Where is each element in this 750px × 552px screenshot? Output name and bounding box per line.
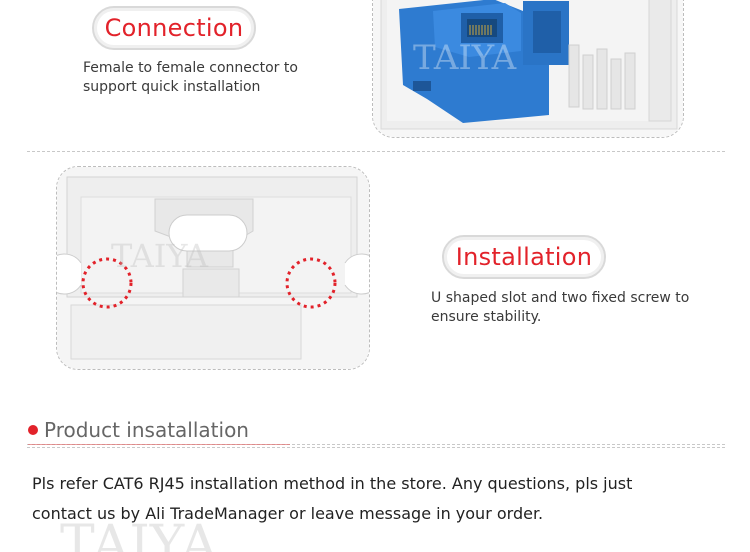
bullet-dot-icon — [28, 425, 38, 435]
installation-description-line-2: ensure stability. — [431, 309, 542, 325]
installation-title-pill: Installation — [442, 235, 606, 279]
keystone-connector-photo: TAIYA — [373, 0, 683, 137]
product-paragraph-line-1: Pls refer CAT6 RJ45 installation method … — [32, 474, 633, 493]
installation-description-line-1: U shaped slot and two fixed screw to — [431, 290, 690, 306]
bottom-watermark-text: TAIYA — [60, 522, 219, 552]
installation-description: U shaped slot and two fixed screw to ens… — [431, 289, 689, 327]
connection-title: Connection — [104, 14, 244, 42]
connection-description-line-2: support quick installation — [83, 79, 261, 95]
red-dotted-circle-icon — [285, 257, 337, 309]
red-dotted-circle-icon — [81, 257, 133, 309]
divider-bottom-2 — [27, 447, 725, 448]
connection-description: Female to female connector to support qu… — [83, 59, 298, 97]
product-paragraph-line-2: contact us by Ali TradeManager or leave … — [32, 504, 544, 523]
connection-photo-frame: TAIYA — [372, 0, 684, 138]
heading-underline — [28, 444, 290, 445]
connection-watermark: TAIYA — [413, 38, 517, 78]
product-installation-heading-text: Product insatallation — [44, 418, 249, 442]
connection-title-pill: Connection — [92, 6, 256, 50]
connection-description-line-1: Female to female connector to — [83, 60, 298, 76]
installation-watermark: TAIYA — [111, 237, 209, 275]
product-installation-heading: Product insatallation — [28, 418, 249, 442]
installation-title: Installation — [455, 243, 593, 271]
divider-bottom-1 — [27, 444, 725, 445]
faceplate-back-photo: TAIYA — [57, 167, 369, 369]
product-installation-paragraph: Pls refer CAT6 RJ45 installation method … — [32, 469, 722, 529]
divider-top — [27, 151, 725, 152]
bottom-watermark: TAIYA — [60, 522, 219, 552]
installation-photo-frame: TAIYA — [56, 166, 370, 370]
